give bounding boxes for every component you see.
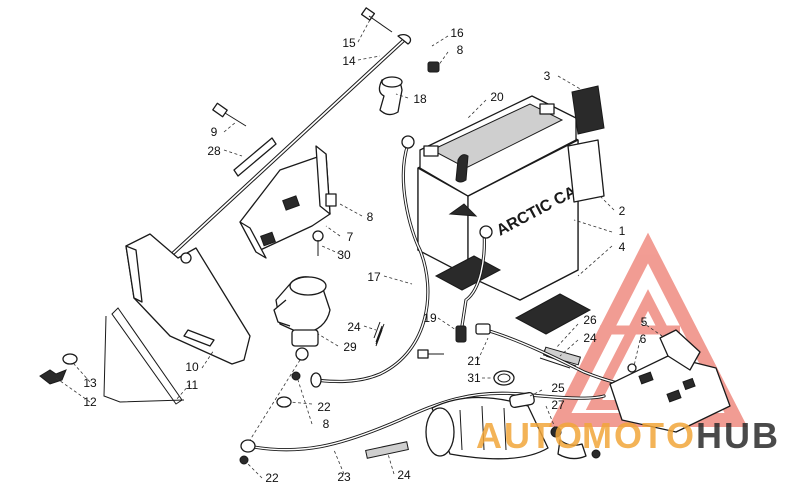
- callout-29: 29: [343, 340, 357, 354]
- callout-23: 23: [337, 470, 351, 484]
- cable-19: [455, 225, 493, 343]
- brace-11: [103, 307, 185, 405]
- bracket-7: [239, 145, 337, 259]
- callout-24-bottom: 24: [397, 468, 411, 482]
- callout-4: 4: [619, 240, 626, 254]
- wm-letter-3: O: [554, 415, 582, 456]
- callout-16: 16: [450, 26, 464, 40]
- wm-letter-2: T: [530, 415, 552, 456]
- wing-nut-12: [39, 369, 67, 385]
- callout-31: 31: [467, 371, 481, 385]
- spring-24b: [539, 346, 582, 369]
- callout-25: 25: [551, 381, 565, 395]
- callout-2: 2: [619, 204, 626, 218]
- wm-letter-6: T: [642, 415, 664, 456]
- spring-24a: [373, 321, 385, 347]
- leader-lines: [55, 15, 663, 479]
- mount-plate-5: [609, 329, 731, 433]
- callout-21: 21: [467, 354, 481, 368]
- callout-22-bottom: 22: [265, 471, 279, 485]
- callout-8-top: 8: [457, 43, 464, 57]
- callout-14: 14: [342, 54, 356, 68]
- cover-10: [125, 233, 251, 365]
- callout-19: 19: [423, 311, 437, 325]
- washer-13: [62, 353, 78, 365]
- wm-letter-4: M: [582, 415, 612, 456]
- wm-letter-8: H: [696, 415, 722, 456]
- callout-18: 18: [413, 92, 427, 106]
- callout-11: 11: [186, 378, 199, 392]
- battery: ARCTIC CAT: [417, 95, 587, 301]
- callout-6: 6: [640, 332, 647, 346]
- callout-30: 30: [337, 248, 351, 262]
- callout-28: 28: [207, 144, 221, 158]
- nut-16: [427, 61, 440, 73]
- starter-motor: [425, 391, 601, 460]
- callout-10: 10: [185, 360, 199, 374]
- callout-20: 20: [490, 90, 504, 104]
- wm-letter-10: B: [752, 415, 778, 456]
- terminal-boot-18: [378, 76, 403, 116]
- callout-24-right: 24: [583, 331, 597, 345]
- support-rod: [165, 34, 412, 259]
- callout-17: 17: [367, 270, 381, 284]
- callout-24-left: 24: [347, 320, 361, 334]
- callout-9: 9: [211, 125, 218, 139]
- solenoid-29: [249, 276, 331, 441]
- cable-17: [310, 135, 430, 388]
- callout-3: 3: [544, 69, 551, 83]
- pad-3: [571, 85, 605, 135]
- callout-7: 7: [347, 230, 354, 244]
- clamp-31: [493, 370, 515, 386]
- callout-8-bottom: 8: [323, 417, 330, 431]
- wm-letter-0: A: [476, 415, 502, 456]
- callout-1: 1: [619, 224, 626, 238]
- strap-28: [233, 137, 277, 177]
- callouts: 15 14 16 8 18 20 3 9 28 2 1 4 8 7 30 17 …: [83, 26, 647, 485]
- bolt-9: [212, 102, 247, 127]
- callout-8-mid: 8: [367, 210, 374, 224]
- callout-22-mid: 22: [317, 400, 331, 414]
- wm-letter-7: O: [666, 415, 694, 456]
- wm-letter-9: U: [724, 415, 750, 456]
- callout-26: 26: [583, 313, 597, 327]
- watermark-wordmark: A U T O M O T O H U B: [476, 415, 778, 456]
- pad-2: [567, 139, 605, 203]
- callout-15: 15: [342, 36, 356, 50]
- spring-24c: [365, 441, 409, 459]
- callout-5: 5: [641, 315, 648, 329]
- callout-12: 12: [83, 395, 97, 409]
- callout-13: 13: [83, 376, 97, 390]
- bolt-15: [360, 7, 393, 33]
- callout-27: 27: [551, 398, 565, 412]
- wm-letter-5: O: [614, 415, 642, 456]
- wm-letter-1: U: [504, 415, 530, 456]
